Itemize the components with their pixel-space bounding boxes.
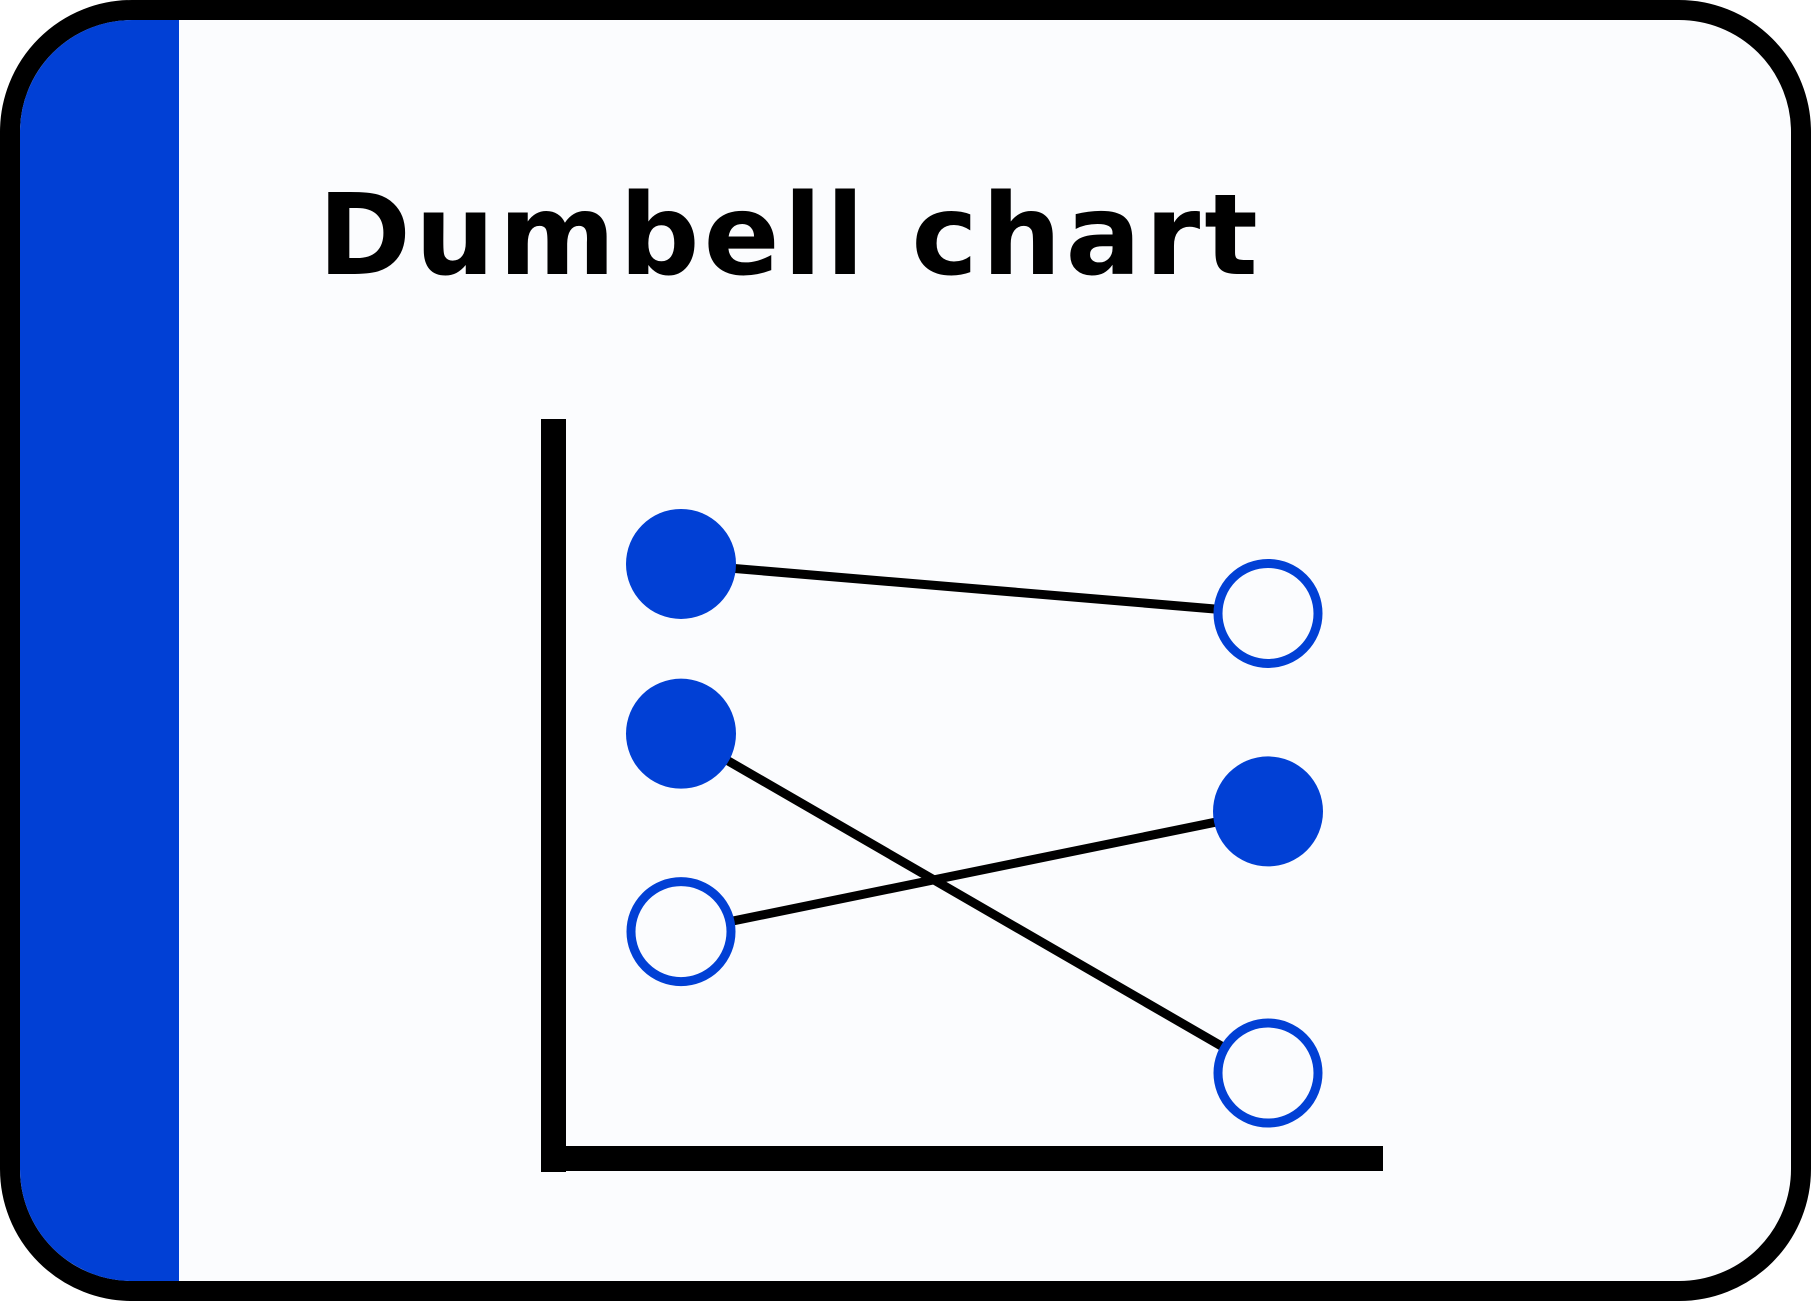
marker-start-1-filled	[626, 508, 736, 619]
accent-bar	[20, 20, 179, 1281]
marker-start-3-hollow	[626, 877, 736, 987]
connector-lines	[678, 559, 1271, 1077]
chart-title: Dumbell chart	[318, 171, 1262, 301]
marker-end-3-filled	[1213, 756, 1323, 867]
marker-end-1-hollow	[1213, 558, 1323, 668]
connector-line-1	[680, 559, 1269, 618]
marker-end-2-hollow	[1213, 1018, 1323, 1128]
x-axis	[543, 1146, 1383, 1171]
connector-line-2	[678, 729, 1271, 1077]
marker-start-2-filled	[626, 678, 736, 789]
y-axis	[541, 419, 566, 1172]
connector-line-3	[680, 807, 1269, 937]
dumbbell-markers	[626, 508, 1323, 1128]
